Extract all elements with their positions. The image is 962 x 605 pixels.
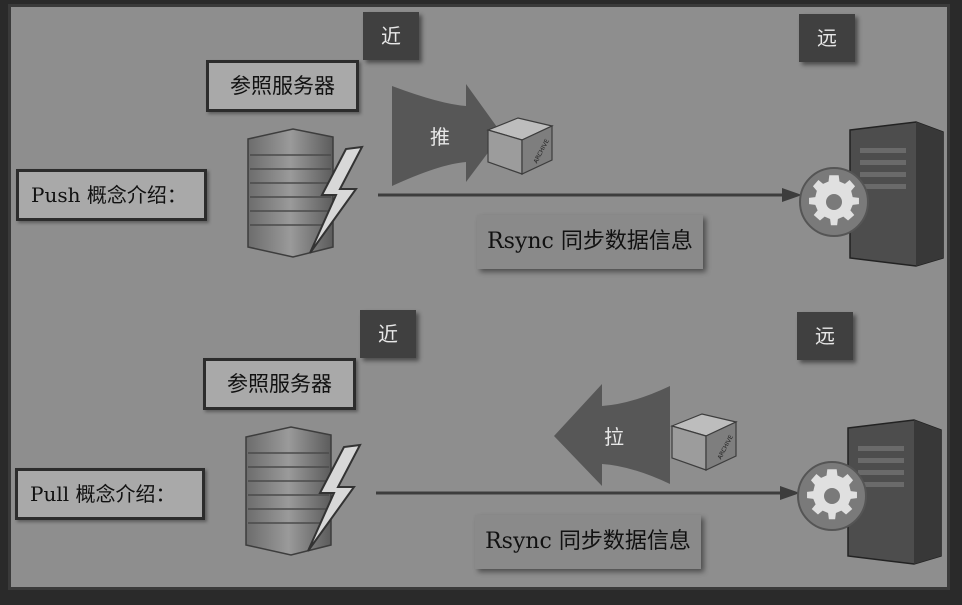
rack-server-icon bbox=[247, 128, 364, 258]
lightning-icon bbox=[309, 145, 364, 254]
pull-rsync-label-box: Rsync 同步数据信息 bbox=[475, 515, 701, 569]
near-tag: 近 bbox=[363, 12, 419, 60]
pull-action-label: 拉 bbox=[604, 425, 624, 449]
pull-arrow: 拉 ARCHIVE bbox=[554, 384, 738, 486]
near-tag: 近 bbox=[360, 310, 416, 358]
far-label: 远 bbox=[817, 26, 837, 50]
archive-box-icon: ARCHIVE bbox=[486, 117, 554, 175]
reference-server-box: 参照服务器 bbox=[203, 358, 356, 410]
pull-concept-label: Pull 概念介绍： bbox=[30, 482, 176, 506]
archive-box-icon: ARCHIVE bbox=[670, 413, 738, 471]
push-arrow: 推 ARCHIVE bbox=[392, 84, 554, 186]
gear-icon bbox=[799, 167, 869, 237]
push-concept-box: Push 概念介绍： bbox=[16, 169, 207, 221]
pull-concept-box: Pull 概念介绍： bbox=[15, 468, 205, 520]
far-label: 远 bbox=[815, 324, 835, 348]
push-rsync-label: Rsync 同步数据信息 bbox=[487, 229, 693, 254]
reference-server-label: 参照服务器 bbox=[227, 372, 332, 396]
rack-server-icon bbox=[245, 426, 362, 556]
far-tag: 远 bbox=[799, 14, 855, 62]
near-label: 近 bbox=[381, 24, 401, 48]
reference-server-box: 参照服务器 bbox=[206, 60, 359, 112]
push-action-label: 推 bbox=[430, 125, 450, 149]
push-concept-label: Push 概念介绍： bbox=[31, 183, 187, 207]
far-tag: 远 bbox=[797, 312, 853, 360]
near-label: 近 bbox=[378, 322, 398, 346]
tower-server-icon bbox=[797, 419, 942, 565]
push-rsync-label-box: Rsync 同步数据信息 bbox=[477, 215, 703, 269]
gear-icon bbox=[797, 461, 867, 531]
push-transfer-arrow bbox=[378, 188, 802, 202]
tower-server-icon bbox=[799, 121, 944, 267]
pull-transfer-arrow bbox=[376, 486, 800, 500]
pull-rsync-label: Rsync 同步数据信息 bbox=[485, 529, 691, 554]
reference-server-label: 参照服务器 bbox=[230, 74, 335, 98]
lightning-icon bbox=[307, 443, 362, 552]
